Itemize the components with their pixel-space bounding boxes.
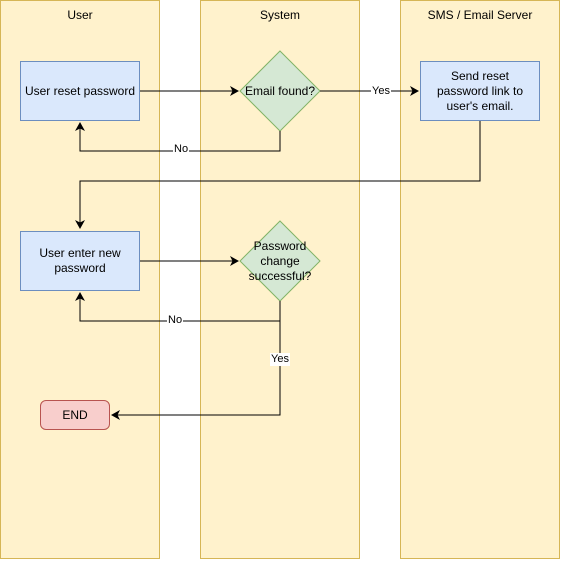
lane-title-user: User — [67, 8, 93, 22]
lane-title-system: System — [259, 8, 300, 22]
edge-label-email-found-no: No — [173, 143, 190, 156]
node-password-changed: Password change successful? — [246, 238, 314, 283]
node-email-found: Email found? — [240, 81, 320, 101]
lane-system: System — [200, 0, 360, 559]
node-enter-new-password-label: User enter new password — [39, 246, 121, 275]
lane-title-server: SMS / Email Server — [427, 8, 533, 22]
node-send-reset-link-label: Send reset password link to user's email… — [436, 68, 524, 113]
node-email-found-label: Email found? — [244, 83, 316, 98]
node-end-label: END — [62, 407, 88, 422]
node-enter-new-password: User enter new password — [20, 231, 140, 291]
node-reset-password-label: User reset password — [24, 83, 136, 98]
edge-label-email-found-yes: Yes — [371, 85, 391, 98]
edge-label-password-changed-yes: Yes — [270, 353, 290, 366]
node-end: END — [40, 400, 110, 430]
node-password-changed-label: Password change successful? — [248, 238, 312, 283]
edge-password-changed-yes — [111, 301, 281, 420]
edge-label-password-changed-no: No — [167, 314, 184, 327]
node-reset-password: User reset password — [20, 61, 140, 121]
edge-send-to-enter — [75, 121, 481, 229]
node-send-reset-link: Send reset password link to user's email… — [420, 61, 540, 121]
